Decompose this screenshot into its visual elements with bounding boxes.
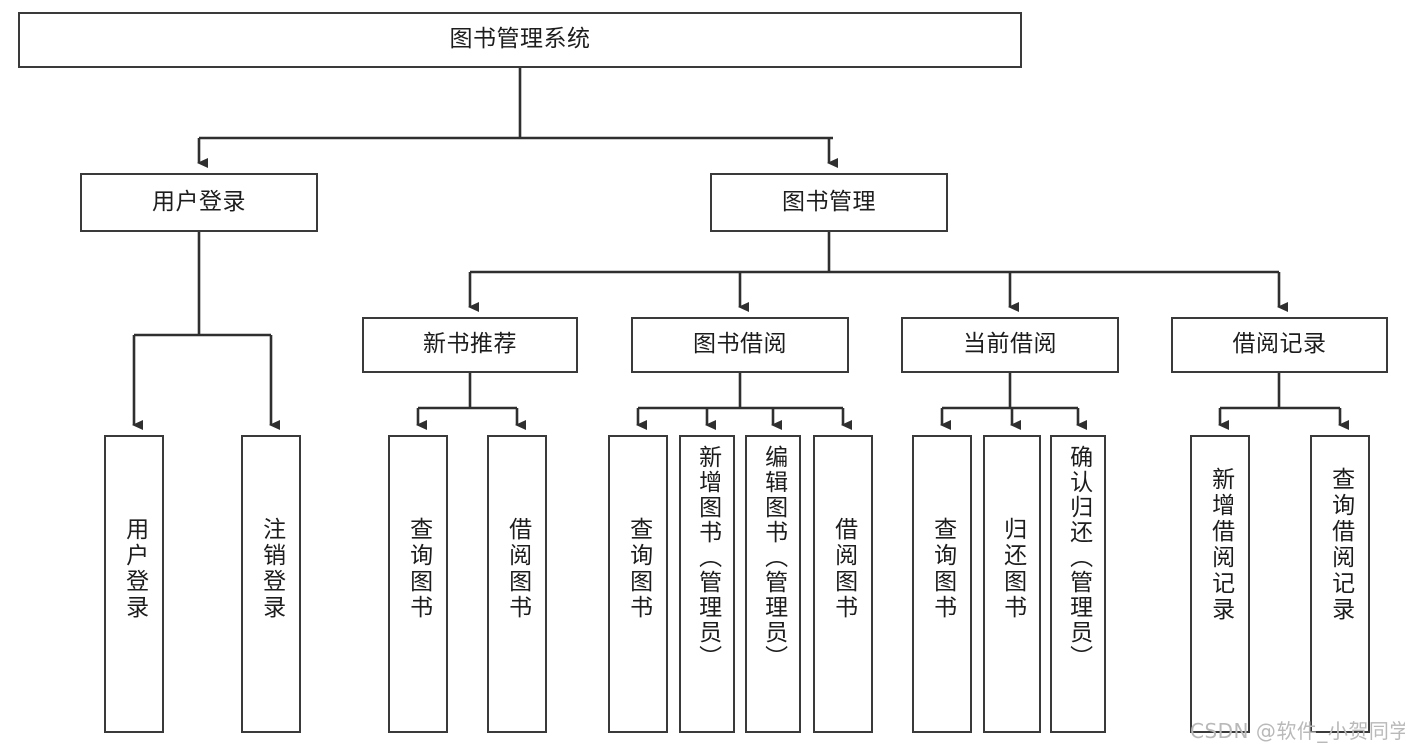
node-borrow-record[interactable]: 借阅记录 [1171,317,1388,373]
node-leaf-borrow-book-label: 借阅图书 [830,517,857,621]
node-book-manage[interactable]: 图书管理 [710,173,948,232]
node-leaf-query-book-cur[interactable]: 查询图书 [912,435,972,733]
node-leaf-return-book[interactable]: 归还图书 [983,435,1041,733]
node-leaf-query-book-rec[interactable]: 查询图书 [388,435,448,733]
node-book-borrow[interactable]: 图书借阅 [631,317,849,373]
node-leaf-query-book-borrow-label: 查询图书 [625,517,652,621]
node-leaf-query-record-label: 查询借阅记录 [1327,467,1354,623]
node-leaf-add-book[interactable]: 新增图书（管理员） [679,435,735,733]
node-root[interactable]: 图书管理系统 [18,12,1022,68]
node-user-login[interactable]: 用户登录 [80,173,318,232]
node-leaf-edit-book-label: 编辑图书（管理员） [760,445,787,670]
node-leaf-user-login-label: 用户登录 [121,517,148,621]
node-leaf-confirm-return-label: 确认归还（管理员） [1065,445,1092,670]
node-leaf-query-book-cur-label: 查询图书 [929,517,956,621]
node-new-book-recommend[interactable]: 新书推荐 [362,317,578,373]
node-current-borrow-label: 当前借阅 [963,331,1057,358]
node-leaf-confirm-return[interactable]: 确认归还（管理员） [1050,435,1106,733]
node-leaf-user-login[interactable]: 用户登录 [104,435,164,733]
node-root-label: 图书管理系统 [449,26,591,53]
node-new-book-recommend-label: 新书推荐 [423,331,517,358]
node-leaf-add-book-label: 新增图书（管理员） [694,445,721,670]
node-user-login-label: 用户登录 [152,188,246,215]
node-leaf-add-record-label: 新增借阅记录 [1207,467,1234,623]
node-leaf-add-record[interactable]: 新增借阅记录 [1190,435,1250,733]
node-borrow-record-label: 借阅记录 [1232,331,1327,358]
node-leaf-return-book-label: 归还图书 [999,517,1026,621]
node-leaf-query-book-borrow[interactable]: 查询图书 [608,435,668,733]
node-current-borrow[interactable]: 当前借阅 [901,317,1119,373]
node-leaf-edit-book[interactable]: 编辑图书（管理员） [745,435,801,733]
node-book-borrow-label: 图书借阅 [693,331,787,358]
node-leaf-logout-label: 注销登录 [258,517,285,621]
csdn-watermark: CSDN @软件_小贺同学 [1190,719,1405,743]
node-leaf-borrow-book-rec-label: 借阅图书 [504,517,531,621]
node-leaf-borrow-book[interactable]: 借阅图书 [813,435,873,733]
node-leaf-logout[interactable]: 注销登录 [241,435,301,733]
node-leaf-query-record[interactable]: 查询借阅记录 [1310,435,1370,733]
node-leaf-borrow-book-rec[interactable]: 借阅图书 [487,435,547,733]
node-leaf-query-book-rec-label: 查询图书 [405,517,432,621]
node-book-manage-label: 图书管理 [782,188,876,215]
